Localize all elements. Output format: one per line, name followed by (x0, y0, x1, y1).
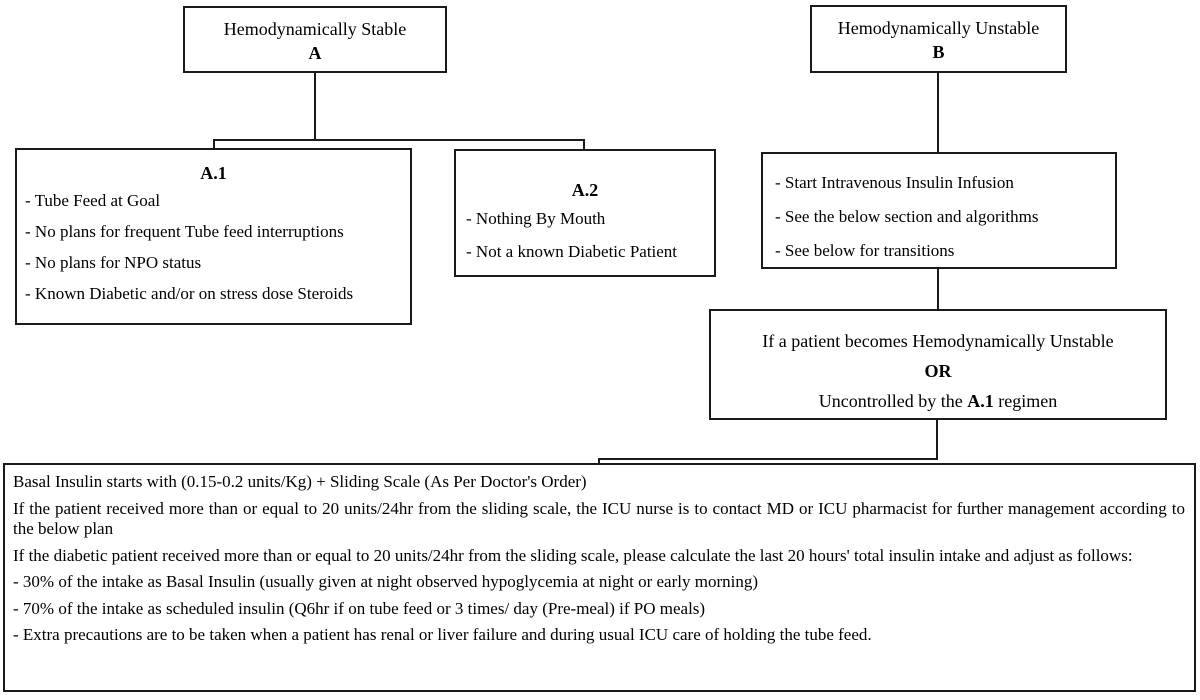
list-item: - Known Diabetic and/or on stress dose S… (25, 284, 354, 303)
node-escalation-condition: If a patient becomes Hemodynamically Uns… (709, 309, 1167, 420)
node-b-title: Hemodynamically Unstable (837, 18, 1040, 38)
list-item: - Tube Feed at Goal (25, 191, 161, 210)
list-item: - Not a known Diabetic Patient (466, 242, 678, 261)
connector-a1-drop (213, 141, 215, 150)
plan-paragraph: - Extra precautions are to be taken when… (13, 625, 872, 644)
node-a1-items: - Tube Feed at Goal - No plans for frequ… (17, 185, 410, 309)
node-a2-title: A.2 (571, 180, 599, 200)
list-item: - No plans for frequent Tube feed interr… (25, 222, 344, 241)
connector-b1-to-escalation (937, 267, 939, 311)
connector-elbow-drop (598, 458, 600, 465)
plan-paragraph: Basal Insulin starts with (0.15-0.2 unit… (13, 472, 587, 491)
node-a1-title: A.1 (200, 163, 227, 183)
node-a2-items: - Nothing By Mouth - Not a known Diabeti… (456, 202, 714, 268)
escalation-line-3: Uncontrolled by the A.1 regimen (818, 391, 1058, 411)
node-a-label: A (308, 43, 322, 63)
plan-paragraph: If the diabetic patient received more th… (13, 545, 1133, 565)
connector-elbow-horizontal (598, 458, 938, 460)
list-item: - No plans for NPO status (25, 253, 202, 272)
node-hemodynamically-unstable: Hemodynamically Unstable B (810, 5, 1067, 73)
list-item: - See the below section and algorithms (775, 207, 1039, 226)
node-b-action-items: - Start Intravenous Insulin Infusion - S… (763, 154, 1115, 268)
node-a-title: Hemodynamically Stable (223, 19, 407, 39)
plan-paragraph: If the patient received more than or equ… (13, 498, 1185, 539)
node-basal-insulin-plan: Basal Insulin starts with (0.15-0.2 unit… (3, 463, 1196, 692)
plan-paragraph: - 70% of the intake as scheduled insulin… (13, 598, 706, 618)
connector-a2-drop (583, 141, 585, 151)
list-item: - Start Intravenous Insulin Infusion (775, 173, 1014, 192)
node-a1-criteria: A.1 - Tube Feed at Goal - No plans for f… (15, 148, 412, 325)
node-b-actions: - Start Intravenous Insulin Infusion - S… (761, 152, 1117, 269)
node-a2-criteria: A.2 - Nothing By Mouth - Not a known Dia… (454, 149, 716, 277)
escalation-line-or: OR (924, 361, 952, 381)
connector-b-stem (937, 71, 939, 154)
node-b-label: B (932, 42, 945, 62)
connector-a-stem (314, 71, 316, 141)
node-hemodynamically-stable: Hemodynamically Stable A (183, 6, 447, 73)
list-item: - See below for transitions (775, 241, 955, 260)
plan-paragraph: - 30% of the intake as Basal Insulin (us… (13, 572, 758, 591)
connector-escalation-down (936, 418, 938, 460)
connector-a-split-horizontal (213, 139, 585, 141)
list-item: - Nothing By Mouth (466, 209, 606, 228)
escalation-line-1: If a patient becomes Hemodynamically Uns… (762, 331, 1114, 351)
